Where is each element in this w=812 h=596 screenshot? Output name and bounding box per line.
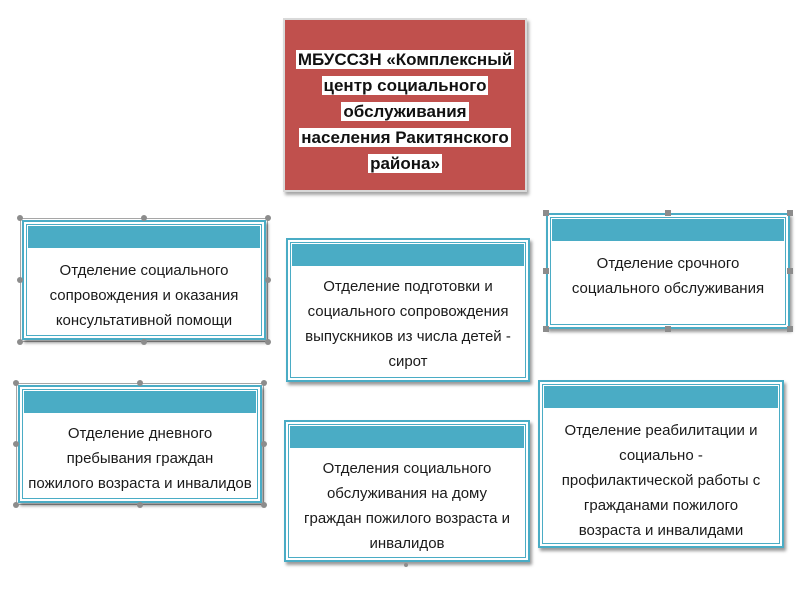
resize-handle[interactable]	[404, 563, 408, 567]
resize-handle[interactable]	[265, 215, 271, 221]
box-header-band	[544, 386, 778, 408]
title-line: центр социального	[321, 76, 489, 95]
title-line: населения Ракитянского	[299, 128, 511, 147]
resize-handle[interactable]	[137, 380, 143, 386]
resize-handle[interactable]	[17, 215, 23, 221]
resize-handle[interactable]	[137, 502, 143, 508]
department-label: Отделение реабилитации и социально - про…	[561, 422, 761, 539]
department-label: Отделение срочного социального обслужива…	[571, 255, 765, 297]
department-label: Отделения социального обслуживания на до…	[304, 460, 510, 552]
organization-title-box: МБУССЗН «Комплексный центр социального о…	[283, 18, 527, 192]
resize-handle[interactable]	[13, 502, 19, 508]
department-box-rehabilitation[interactable]: Отделение реабилитации и социально - про…	[538, 380, 784, 548]
resize-handle[interactable]	[261, 441, 267, 447]
department-label: Отделение дневного пребывания граждан по…	[28, 425, 252, 492]
resize-handle[interactable]	[261, 502, 267, 508]
resize-handle[interactable]	[787, 210, 793, 216]
box-header-band	[290, 426, 524, 448]
department-label: Отделение подготовки и социального сопро…	[305, 278, 511, 370]
department-box-urgent[interactable]: Отделение срочного социального обслужива…	[546, 213, 790, 329]
department-box-orphans[interactable]: Отделение подготовки и социального сопро…	[286, 238, 530, 382]
resize-handle[interactable]	[265, 277, 271, 283]
box-header-band	[552, 219, 784, 241]
resize-handle[interactable]	[17, 339, 23, 345]
title-line: обслуживания	[341, 102, 469, 121]
resize-handle[interactable]	[13, 441, 19, 447]
resize-handle[interactable]	[261, 380, 267, 386]
resize-handle[interactable]	[17, 277, 23, 283]
box-header-band	[292, 244, 524, 266]
resize-handle[interactable]	[787, 268, 793, 274]
department-box-day-care[interactable]: Отделение дневного пребывания граждан по…	[18, 385, 262, 503]
resize-handle[interactable]	[665, 326, 671, 332]
title-line: МБУССЗН «Комплексный	[295, 50, 515, 69]
resize-handle[interactable]	[141, 339, 147, 345]
resize-handle[interactable]	[787, 326, 793, 332]
resize-handle[interactable]	[13, 380, 19, 386]
resize-handle[interactable]	[543, 210, 549, 216]
department-box-home-care[interactable]: Отделения социального обслуживания на до…	[284, 420, 530, 562]
box-header-band	[24, 391, 256, 413]
department-label: Отделение социального сопровождения и ок…	[49, 262, 239, 329]
title-line: района»	[368, 154, 442, 173]
resize-handle[interactable]	[543, 268, 549, 274]
resize-handle[interactable]	[543, 326, 549, 332]
resize-handle[interactable]	[265, 339, 271, 345]
department-box-consulting[interactable]: Отделение социального сопровождения и ок…	[22, 220, 266, 340]
organization-title: МБУССЗН «Комплексный центр социального о…	[285, 47, 525, 177]
resize-handle[interactable]	[665, 210, 671, 216]
resize-handle[interactable]	[141, 215, 147, 221]
box-header-band	[28, 226, 260, 248]
